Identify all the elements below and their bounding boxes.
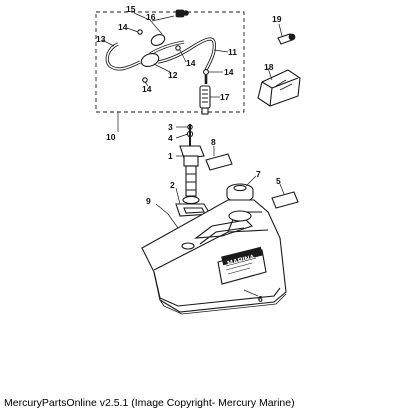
fuel-hose-assembly bbox=[105, 9, 216, 84]
callout-12: 12 bbox=[168, 70, 178, 80]
fuel-connector bbox=[199, 85, 211, 115]
vent-screw bbox=[277, 33, 296, 45]
callout-4: 4 bbox=[168, 133, 173, 143]
fuel-pickup-assembly bbox=[179, 124, 205, 205]
callout-16: 16 bbox=[146, 12, 156, 22]
callout-14d: 14 bbox=[142, 84, 152, 94]
callout-14: 14 bbox=[118, 22, 128, 32]
callout-8: 8 bbox=[211, 137, 216, 147]
callout-15: 15 bbox=[126, 4, 136, 14]
callout-18: 18 bbox=[264, 62, 274, 72]
callout-11: 11 bbox=[228, 47, 237, 57]
callout-1: 1 bbox=[168, 151, 173, 161]
fuel-tank: MARINA bbox=[141, 199, 287, 315]
fuel-cap bbox=[226, 183, 254, 203]
callout-numbers: 15 16 14 13 11 14 12 14 14 17 10 19 18 3… bbox=[96, 4, 282, 304]
tank-cover-bag bbox=[257, 69, 301, 107]
callout-7: 7 bbox=[256, 169, 261, 179]
fuel-line-kit-box bbox=[95, 11, 245, 113]
callout-5: 5 bbox=[276, 176, 281, 186]
callout-9: 9 bbox=[146, 196, 151, 206]
callout-10: 10 bbox=[106, 132, 116, 142]
fuel-tank-exploded-diagram: MARINA 15 16 14 13 11 14 12 bbox=[95, 4, 301, 315]
decal-right bbox=[271, 191, 299, 209]
decal-left bbox=[205, 153, 233, 171]
image-caption: MercuryPartsOnline v2.5.1 (Image Copyrig… bbox=[4, 397, 295, 409]
callout-2: 2 bbox=[170, 180, 175, 190]
callout-14b: 14 bbox=[186, 58, 196, 68]
callout-17: 17 bbox=[220, 92, 230, 102]
callout-14c: 14 bbox=[224, 67, 234, 77]
leader-lines bbox=[101, 12, 285, 297]
callout-19: 19 bbox=[272, 14, 282, 24]
callout-13: 13 bbox=[96, 34, 106, 44]
callout-3: 3 bbox=[168, 122, 173, 132]
callout-6: 6 bbox=[258, 294, 263, 304]
